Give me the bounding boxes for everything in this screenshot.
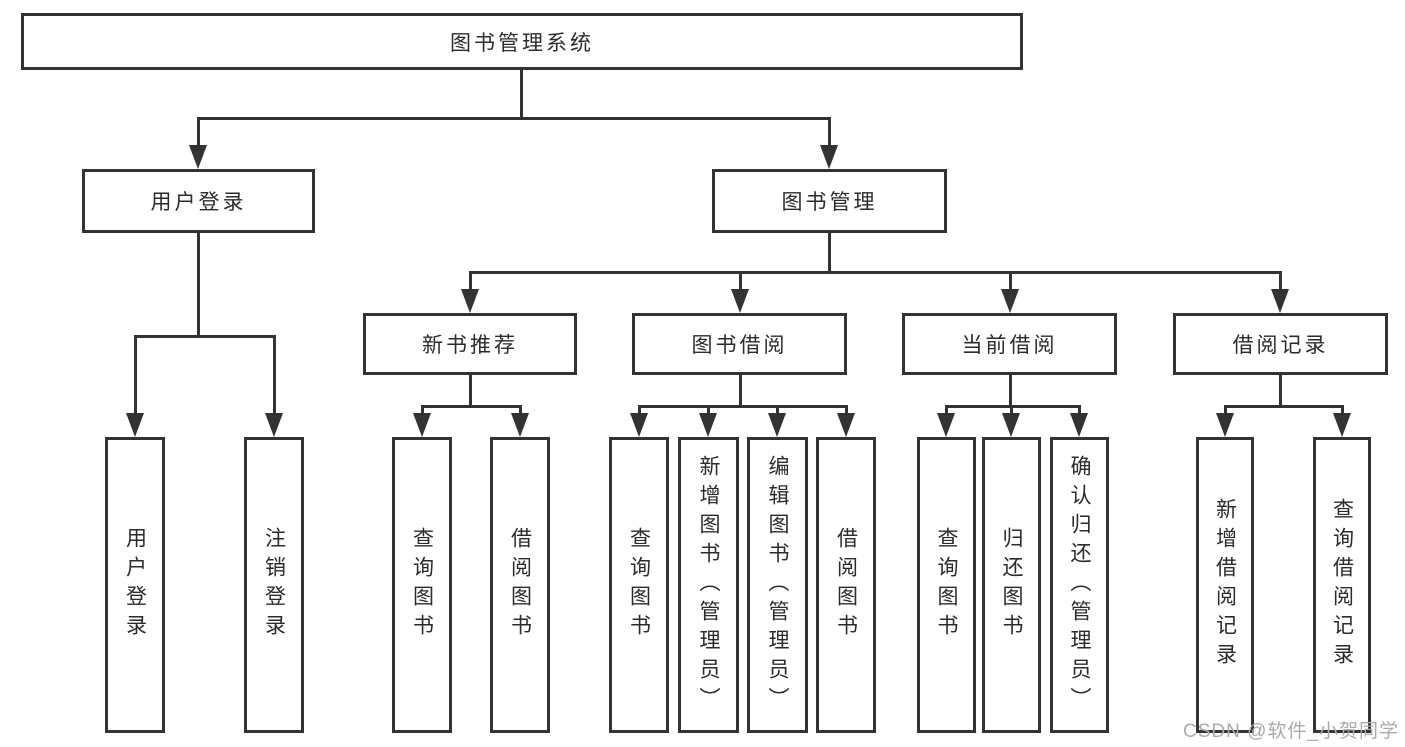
connector-current-borrowing-stem xyxy=(1009,375,1012,408)
connector-to-borrowing-records xyxy=(1279,271,1282,293)
node-borrowing-records-label: 借阅记录 xyxy=(1232,334,1329,357)
down-arrowhead-icon xyxy=(1216,413,1234,437)
down-arrowhead-icon xyxy=(630,413,648,437)
node-book-borrowing: 图书借阅 xyxy=(632,313,847,375)
down-arrowhead-icon xyxy=(731,289,749,313)
leaf-edit-book-admin: 编辑图书（管理员） xyxy=(747,437,808,733)
connector-new-book-bar xyxy=(422,405,522,408)
connector-to-leaf-borrow-borrowing xyxy=(845,405,848,417)
connector-current-borrowing-bar xyxy=(946,405,1080,408)
leaf-query-books-borrowing-label: 查询图书 xyxy=(627,527,651,643)
connector-book-management-bar xyxy=(470,271,1281,274)
leaf-add-book-admin: 新增图书（管理员） xyxy=(678,437,739,733)
down-arrowhead-icon xyxy=(837,413,855,437)
down-arrowhead-icon xyxy=(1070,413,1088,437)
connector-to-user-login xyxy=(197,117,200,149)
leaf-return-book-label: 归还图书 xyxy=(1000,527,1023,643)
connector-to-leaf-add-book xyxy=(707,405,710,417)
connector-to-leaf-user-login xyxy=(134,335,137,417)
leaf-add-borrow-record: 新增借阅记录 xyxy=(1196,437,1254,733)
connector-to-leaf-query-current xyxy=(945,405,948,417)
node-root-library-system: 图书管理系统 xyxy=(21,13,1023,70)
node-current-borrowing-label: 当前借阅 xyxy=(961,334,1058,357)
down-arrowhead-icon xyxy=(126,413,144,437)
node-book-management-label: 图书管理 xyxy=(781,191,878,214)
connector-user-login-stem xyxy=(197,233,200,337)
connector-to-current-borrowing xyxy=(1009,271,1012,293)
connector-to-leaf-edit-book xyxy=(776,405,779,417)
leaf-return-book: 归还图书 xyxy=(982,437,1041,733)
down-arrowhead-icon xyxy=(265,413,283,437)
connector-borrowing-records-stem xyxy=(1279,375,1282,408)
connector-book-management-stem xyxy=(828,233,831,274)
node-root-label: 图书管理系统 xyxy=(450,31,594,55)
connector-to-leaf-logout xyxy=(273,335,276,417)
down-arrowhead-icon xyxy=(461,289,479,313)
leaf-query-books-current-label: 查询图书 xyxy=(935,527,958,643)
connector-new-book-stem xyxy=(469,375,472,408)
leaf-add-book-admin-label: 新增图书（管理员） xyxy=(697,454,720,716)
node-borrowing-records: 借阅记录 xyxy=(1173,313,1388,375)
down-arrowhead-icon xyxy=(1271,289,1289,313)
connector-to-leaf-confirm-return xyxy=(1078,405,1081,417)
down-arrowhead-icon xyxy=(1001,289,1019,313)
down-arrowhead-icon xyxy=(820,145,838,169)
csdn-watermark: CSDN @软件_小贺同学 xyxy=(1183,721,1399,742)
down-arrowhead-icon xyxy=(511,413,529,437)
down-arrowhead-icon xyxy=(768,413,786,437)
connector-to-leaf-query-record xyxy=(1341,405,1344,417)
connector-root-bar xyxy=(197,117,831,120)
down-arrowhead-icon xyxy=(413,413,431,437)
connector-to-book-management xyxy=(828,117,831,149)
node-new-book-recommend-label: 新书推荐 xyxy=(422,334,518,357)
node-book-borrowing-label: 图书借阅 xyxy=(691,334,788,357)
node-new-book-recommend: 新书推荐 xyxy=(363,313,577,375)
connector-to-leaf-return-book xyxy=(1010,405,1013,417)
connector-to-new-book-recommend xyxy=(469,271,472,293)
leaf-user-login: 用户登录 xyxy=(105,437,165,733)
down-arrowhead-icon xyxy=(699,413,717,437)
down-arrowhead-icon xyxy=(1333,413,1351,437)
down-arrowhead-icon xyxy=(937,413,955,437)
leaf-borrow-books-borrowing-label: 借阅图书 xyxy=(834,527,858,643)
leaf-query-books-recommend-label: 查询图书 xyxy=(410,527,434,643)
connector-user-login-bar xyxy=(134,335,276,338)
leaf-borrow-books-recommend-label: 借阅图书 xyxy=(508,527,532,643)
connector-to-leaf-query-recommend xyxy=(421,405,424,417)
down-arrowhead-icon xyxy=(189,145,207,169)
leaf-borrow-books-borrowing: 借阅图书 xyxy=(816,437,876,733)
down-arrowhead-icon xyxy=(1002,413,1020,437)
connector-book-borrowing-stem xyxy=(739,375,742,408)
connector-to-leaf-add-record xyxy=(1224,405,1227,417)
leaf-query-books-borrowing: 查询图书 xyxy=(609,437,669,733)
leaf-query-borrow-record-label: 查询借阅记录 xyxy=(1330,498,1354,672)
leaf-query-books-current: 查询图书 xyxy=(917,437,976,733)
leaf-confirm-return-admin-label: 确认归还（管理员） xyxy=(1068,454,1091,716)
leaf-query-books-recommend: 查询图书 xyxy=(392,437,452,733)
node-book-management: 图书管理 xyxy=(712,169,947,233)
connector-to-leaf-borrow-recommend xyxy=(519,405,522,417)
connector-borrowing-records-bar xyxy=(1225,405,1343,408)
connector-to-leaf-query-borrowing xyxy=(638,405,641,417)
node-user-login: 用户登录 xyxy=(82,169,315,233)
connector-root-stem xyxy=(520,70,523,119)
connector-book-borrowing-bar xyxy=(639,405,847,408)
node-current-borrowing: 当前借阅 xyxy=(902,313,1117,375)
leaf-query-borrow-record: 查询借阅记录 xyxy=(1313,437,1371,733)
leaf-logout: 注销登录 xyxy=(244,437,304,733)
leaf-confirm-return-admin: 确认归还（管理员） xyxy=(1050,437,1109,733)
leaf-edit-book-admin-label: 编辑图书（管理员） xyxy=(766,454,789,716)
leaf-logout-label: 注销登录 xyxy=(262,527,286,643)
leaf-borrow-books-recommend: 借阅图书 xyxy=(490,437,550,733)
connector-to-book-borrowing xyxy=(739,271,742,293)
leaf-add-borrow-record-label: 新增借阅记录 xyxy=(1213,498,1237,672)
node-user-login-label: 用户登录 xyxy=(150,191,247,214)
leaf-user-login-label: 用户登录 xyxy=(123,527,147,643)
